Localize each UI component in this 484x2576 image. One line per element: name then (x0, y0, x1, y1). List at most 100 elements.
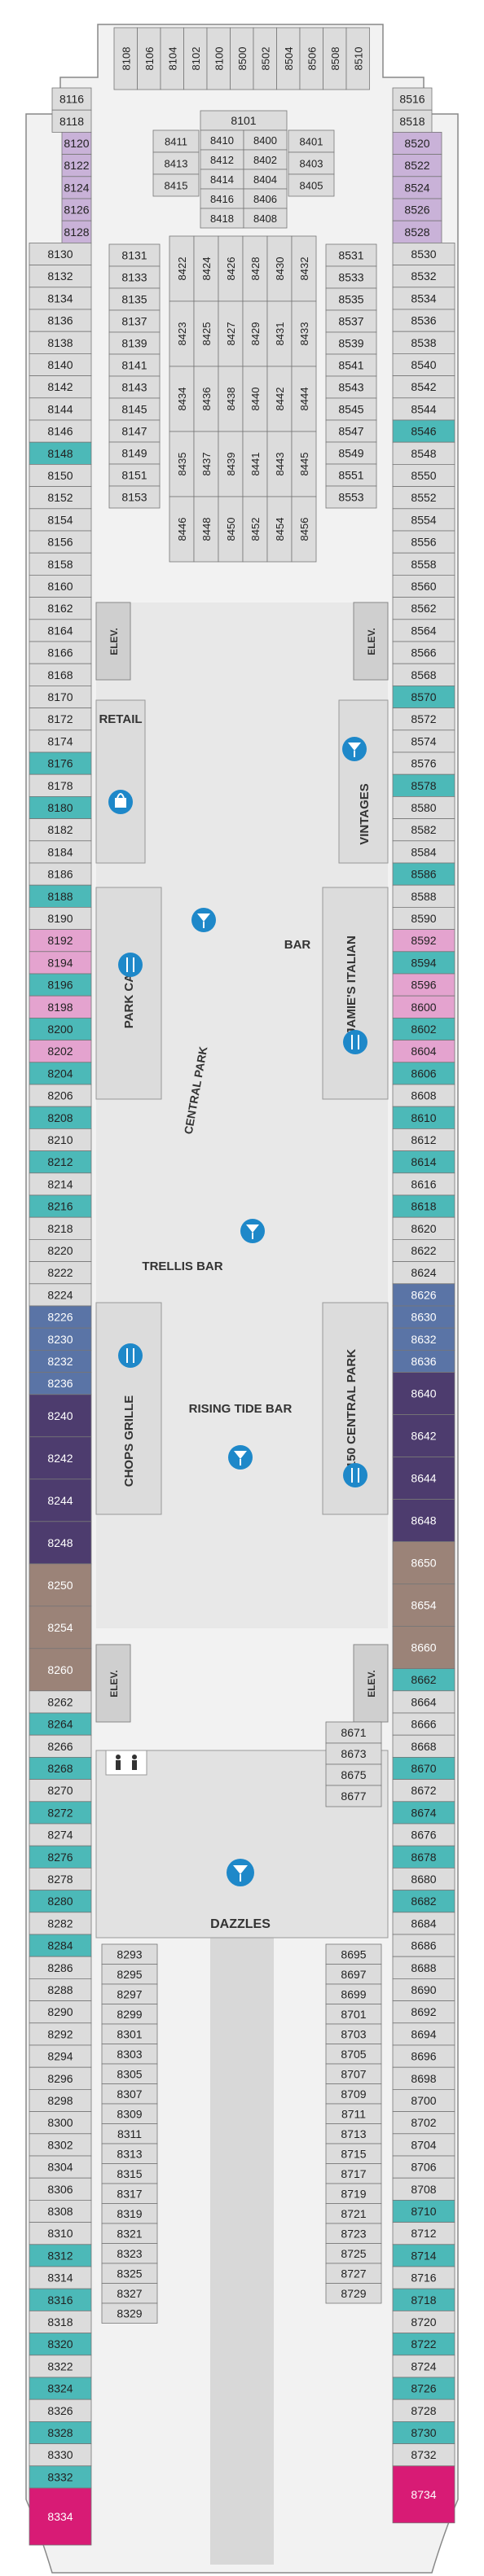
cabin-8194[interactable]: 8194 (29, 951, 92, 975)
cabin-8321[interactable]: 8321 (101, 2223, 158, 2244)
cabin-8716[interactable]: 8716 (392, 2266, 455, 2289)
cabin-8732[interactable]: 8732 (392, 2443, 455, 2467)
cabin-8544[interactable]: 8544 (392, 397, 455, 421)
cabin-8708[interactable]: 8708 (392, 2177, 455, 2201)
cabin-8266[interactable]: 8266 (29, 1734, 92, 1758)
cabin-8304[interactable]: 8304 (29, 2155, 92, 2179)
cabin-8719[interactable]: 8719 (325, 2183, 382, 2204)
cabin-8584[interactable]: 8584 (392, 840, 455, 864)
cabin-8554[interactable]: 8554 (392, 508, 455, 532)
cabin-8677[interactable]: 8677 (325, 1785, 382, 1807)
cabin-8594[interactable]: 8594 (392, 951, 455, 975)
cabin-8274[interactable]: 8274 (29, 1823, 92, 1847)
cabin-8614[interactable]: 8614 (392, 1150, 455, 1174)
cabin-8418[interactable]: 8418 (200, 208, 244, 229)
cabin-8218[interactable]: 8218 (29, 1216, 92, 1240)
cabin-8650[interactable]: 8650 (392, 1541, 455, 1584)
cabin-8286[interactable]: 8286 (29, 1956, 92, 1979)
cabin-8564[interactable]: 8564 (392, 619, 455, 642)
cabin-8202[interactable]: 8202 (29, 1040, 92, 1063)
cabin-8510[interactable]: 8510 (345, 27, 370, 90)
cabin-8590[interactable]: 8590 (392, 907, 455, 931)
cabin-8296[interactable]: 8296 (29, 2066, 92, 2090)
cabin-8188[interactable]: 8188 (29, 884, 92, 908)
chops-grille-venue[interactable] (95, 1302, 162, 1515)
cabin-8309[interactable]: 8309 (101, 2103, 158, 2124)
cabin-8450[interactable]: 8450 (218, 496, 244, 563)
cabin-8428[interactable]: 8428 (242, 235, 268, 302)
cabin-8540[interactable]: 8540 (392, 353, 455, 376)
cabin-8632[interactable]: 8632 (392, 1327, 455, 1351)
cabin-8130[interactable]: 8130 (29, 242, 92, 265)
cabin-8216[interactable]: 8216 (29, 1194, 92, 1218)
cabin-8146[interactable]: 8146 (29, 419, 92, 443)
cabin-8329[interactable]: 8329 (101, 2302, 158, 2324)
cabin-8624[interactable]: 8624 (392, 1261, 455, 1285)
cabin-8276[interactable]: 8276 (29, 1845, 92, 1868)
cabin-8224[interactable]: 8224 (29, 1283, 92, 1307)
cabin-8560[interactable]: 8560 (392, 575, 455, 598)
cabin-8100[interactable]: 8100 (206, 27, 231, 90)
elevator-fwd-right[interactable] (353, 602, 389, 681)
cabin-8186[interactable]: 8186 (29, 862, 92, 886)
cabin-8586[interactable]: 8586 (392, 862, 455, 886)
cabin-8626[interactable]: 8626 (392, 1283, 455, 1307)
cabin-8328[interactable]: 8328 (29, 2420, 92, 2444)
cabin-8322[interactable]: 8322 (29, 2355, 92, 2378)
cabin-8508[interactable]: 8508 (323, 27, 347, 90)
cabin-8311[interactable]: 8311 (101, 2123, 158, 2144)
cabin-8433[interactable]: 8433 (291, 300, 317, 367)
cabin-8166[interactable]: 8166 (29, 641, 92, 664)
cabin-8222[interactable]: 8222 (29, 1261, 92, 1285)
cabin-8140[interactable]: 8140 (29, 353, 92, 376)
cabin-8520[interactable]: 8520 (392, 131, 442, 155)
cabin-8704[interactable]: 8704 (392, 2133, 455, 2157)
cabin-8118[interactable]: 8118 (51, 109, 92, 133)
cabin-8334[interactable]: 8334 (29, 2487, 92, 2546)
cabin-8722[interactable]: 8722 (392, 2333, 455, 2356)
cabin-8312[interactable]: 8312 (29, 2244, 92, 2267)
cabin-8282[interactable]: 8282 (29, 1912, 92, 1935)
cabin-8531[interactable]: 8531 (325, 243, 377, 267)
cabin-8608[interactable]: 8608 (392, 1084, 455, 1107)
cabin-8548[interactable]: 8548 (392, 441, 455, 465)
cabin-8690[interactable]: 8690 (392, 1978, 455, 2001)
cabin-8452[interactable]: 8452 (242, 496, 268, 563)
cabin-8547[interactable]: 8547 (325, 419, 377, 443)
cabin-8416[interactable]: 8416 (200, 188, 244, 209)
cabin-8660[interactable]: 8660 (392, 1626, 455, 1669)
cabin-8536[interactable]: 8536 (392, 309, 455, 332)
cabin-8728[interactable]: 8728 (392, 2399, 455, 2422)
cabin-8131[interactable]: 8131 (108, 243, 161, 267)
cabin-8280[interactable]: 8280 (29, 1890, 92, 1913)
cabin-8437[interactable]: 8437 (193, 431, 219, 497)
cabin-8699[interactable]: 8699 (325, 1983, 382, 2004)
cabin-8435[interactable]: 8435 (169, 431, 195, 497)
cabin-8406[interactable]: 8406 (243, 188, 288, 209)
cabin-8426[interactable]: 8426 (218, 235, 244, 302)
cabin-8702[interactable]: 8702 (392, 2111, 455, 2135)
cabin-8212[interactable]: 8212 (29, 1150, 92, 1174)
cabin-8539[interactable]: 8539 (325, 331, 377, 355)
cabin-8411[interactable]: 8411 (152, 129, 200, 153)
cabin-8616[interactable]: 8616 (392, 1172, 455, 1196)
cabin-8262[interactable]: 8262 (29, 1690, 92, 1714)
cabin-8402[interactable]: 8402 (243, 149, 288, 170)
cabin-8676[interactable]: 8676 (392, 1823, 455, 1847)
cabin-8545[interactable]: 8545 (325, 397, 377, 421)
cabin-8242[interactable]: 8242 (29, 1436, 92, 1480)
cabin-8640[interactable]: 8640 (392, 1372, 455, 1415)
cabin-8142[interactable]: 8142 (29, 375, 92, 399)
cabin-8674[interactable]: 8674 (392, 1801, 455, 1825)
cabin-8414[interactable]: 8414 (200, 169, 244, 190)
cabin-8405[interactable]: 8405 (288, 173, 335, 197)
cabin-8712[interactable]: 8712 (392, 2222, 455, 2245)
cabin-8556[interactable]: 8556 (392, 530, 455, 554)
cabin-8429[interactable]: 8429 (242, 300, 268, 367)
cabin-8582[interactable]: 8582 (392, 818, 455, 842)
cabin-8705[interactable]: 8705 (325, 2044, 382, 2065)
cabin-8196[interactable]: 8196 (29, 973, 92, 997)
cabin-8132[interactable]: 8132 (29, 265, 92, 288)
cabin-8727[interactable]: 8727 (325, 2263, 382, 2284)
cabin-8701[interactable]: 8701 (325, 2004, 382, 2025)
